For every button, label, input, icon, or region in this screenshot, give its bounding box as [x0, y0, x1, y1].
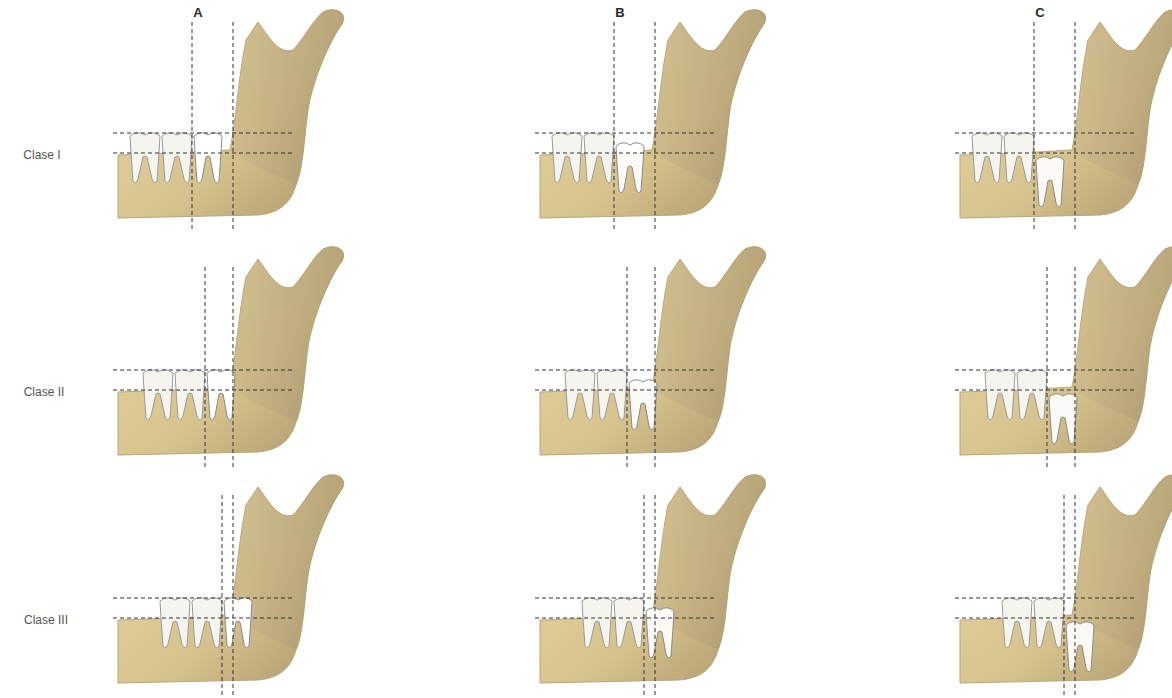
cervical-line — [113, 618, 293, 619]
row-class-label: Clase III — [24, 613, 68, 627]
molar-tooth — [1017, 370, 1047, 420]
vertical-reference-line — [1034, 22, 1035, 232]
vertical-reference-line — [627, 267, 628, 469]
mandible-panel — [535, 475, 766, 697]
vertical-reference-line — [1075, 495, 1076, 697]
occlusal-line — [955, 598, 1135, 599]
occlusal-line — [113, 133, 293, 134]
row-class-label: Clase I — [23, 148, 60, 162]
mandible-bone — [960, 10, 1172, 218]
mandible-ramus — [1072, 10, 1172, 185]
mandible-bone — [118, 10, 344, 218]
molar-tooth — [552, 133, 582, 183]
mandible-bone — [118, 475, 344, 683]
column-letter: C — [1035, 5, 1044, 20]
column-letter: B — [615, 5, 624, 20]
vertical-reference-line — [655, 267, 656, 469]
cervical-line — [535, 390, 715, 391]
vertical-reference-line — [222, 495, 223, 697]
mandible-ramus — [230, 10, 344, 185]
molar-tooth — [597, 370, 627, 420]
vertical-reference-line — [233, 22, 234, 232]
occlusal-line — [113, 598, 293, 599]
mandible-panel — [955, 475, 1172, 697]
vertical-reference-line — [655, 495, 656, 697]
occlusal-line — [535, 370, 715, 371]
mandible-panel — [113, 10, 344, 232]
mandible-ramus — [230, 247, 344, 422]
mandible-panel — [535, 247, 766, 469]
vertical-reference-line — [205, 267, 206, 469]
mandible-ramus — [1072, 247, 1172, 422]
molar-tooth — [614, 598, 644, 648]
third-molar — [1049, 394, 1077, 444]
molar-tooth — [582, 598, 612, 648]
mandible-bone — [118, 247, 344, 455]
mandible-ramus — [652, 247, 766, 422]
vertical-reference-line — [192, 22, 193, 232]
mandible-ramus — [652, 10, 766, 185]
column-letter: A — [193, 5, 202, 20]
vertical-reference-line — [1064, 495, 1065, 697]
molar-tooth — [565, 370, 595, 420]
mandible-panel — [113, 475, 344, 697]
cervical-line — [955, 618, 1135, 619]
molar-tooth — [162, 133, 192, 183]
occlusal-line — [535, 133, 715, 134]
molar-tooth — [1002, 598, 1032, 648]
cervical-line — [955, 390, 1135, 391]
mandible-bone — [960, 247, 1172, 455]
third-molar — [224, 598, 252, 648]
molar-tooth — [584, 133, 614, 183]
mandible-panel — [955, 247, 1172, 469]
mandible-bone — [960, 475, 1172, 683]
occlusal-line — [535, 598, 715, 599]
vertical-reference-line — [233, 267, 234, 469]
cervical-line — [113, 390, 293, 391]
third-molar — [1066, 622, 1094, 672]
third-molar — [194, 133, 222, 183]
molar-tooth — [175, 370, 205, 420]
mandible-panel — [955, 10, 1172, 232]
vertical-reference-line — [1047, 267, 1048, 469]
molar-tooth — [192, 598, 222, 648]
molar-tooth — [1034, 598, 1064, 648]
molar-tooth — [972, 133, 1002, 183]
occlusal-line — [955, 370, 1135, 371]
third-molar — [646, 608, 674, 658]
molar-tooth — [160, 598, 190, 648]
vertical-reference-line — [614, 22, 615, 232]
occlusal-line — [113, 370, 293, 371]
cervical-line — [535, 153, 715, 154]
occlusal-line — [955, 133, 1135, 134]
cervical-line — [535, 618, 715, 619]
mandible-panel — [113, 247, 344, 469]
molar-tooth — [143, 370, 173, 420]
mandible-bone — [540, 247, 766, 455]
third-molar — [207, 370, 235, 420]
molar-tooth — [1004, 133, 1034, 183]
row-class-label: Clase II — [24, 385, 65, 399]
vertical-reference-line — [644, 495, 645, 697]
third-molar — [1036, 157, 1064, 207]
vertical-reference-line — [655, 22, 656, 232]
vertical-reference-line — [1075, 22, 1076, 232]
third-molar — [629, 380, 657, 430]
vertical-reference-line — [233, 495, 234, 697]
mandible-panel — [535, 10, 766, 232]
third-molar — [616, 143, 644, 193]
cervical-line — [955, 153, 1135, 154]
molar-tooth — [985, 370, 1015, 420]
molar-tooth — [130, 133, 160, 183]
vertical-reference-line — [1075, 267, 1076, 469]
mandible-bone — [540, 475, 766, 683]
mandible-bone — [540, 10, 766, 218]
cervical-line — [113, 153, 293, 154]
